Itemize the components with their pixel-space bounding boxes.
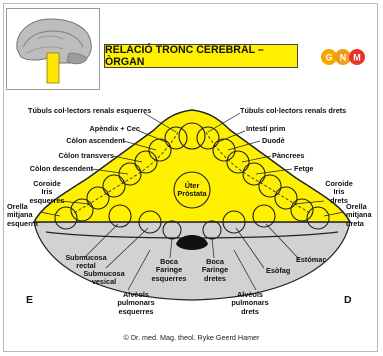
label-orella-esquerra: Orella mitjana esquerra: [7, 203, 47, 228]
label-alveols-drets: Alvèols pulmonars drets: [224, 291, 276, 316]
label-colon-descendent: Còlon descendent: [6, 165, 93, 173]
label-apendix: Apèndix + Cec: [60, 125, 140, 133]
label-tubuls-drets: Túbuls col·lectors renals drets: [240, 107, 376, 115]
label-colon-transvers: Còlon transvers: [30, 152, 114, 160]
label-esofag: Esòfag: [266, 267, 306, 275]
label-intesti-prim: Intestí prim: [246, 125, 326, 133]
label-alveols-esquerres: Alvèols pulmonars esquerres: [110, 291, 162, 316]
label-boca-dretes: Boca Faringe dretes: [192, 258, 238, 283]
side-left-marker: E: [26, 294, 33, 306]
label-coroide-esquerres: Coroide Iris esquerres: [26, 180, 68, 205]
label-tubuls-esquerres: Túbuls col·lectors renals esquerres: [28, 107, 146, 115]
label-duode: Duodè: [262, 137, 322, 145]
label-colon-ascendent: Còlon ascendent: [40, 137, 125, 145]
label-estomac: Estómac: [296, 256, 340, 264]
copyright-text: © Dr. med. Mag. theol. Ryke Geerd Hamer: [0, 333, 383, 342]
label-submucosa-vesical: Submucosa vesical: [80, 270, 128, 287]
label-fetge: Fetge: [294, 165, 354, 173]
label-boca-esquerres: Boca Faringe esquerres: [146, 258, 192, 283]
label-uter-prostata: Úter Pròstata: [166, 182, 218, 199]
label-pancrees: Pàncrees: [272, 152, 342, 160]
label-orella-dreta: Orella mitjana dreta: [346, 203, 382, 228]
side-right-marker: D: [344, 294, 352, 306]
